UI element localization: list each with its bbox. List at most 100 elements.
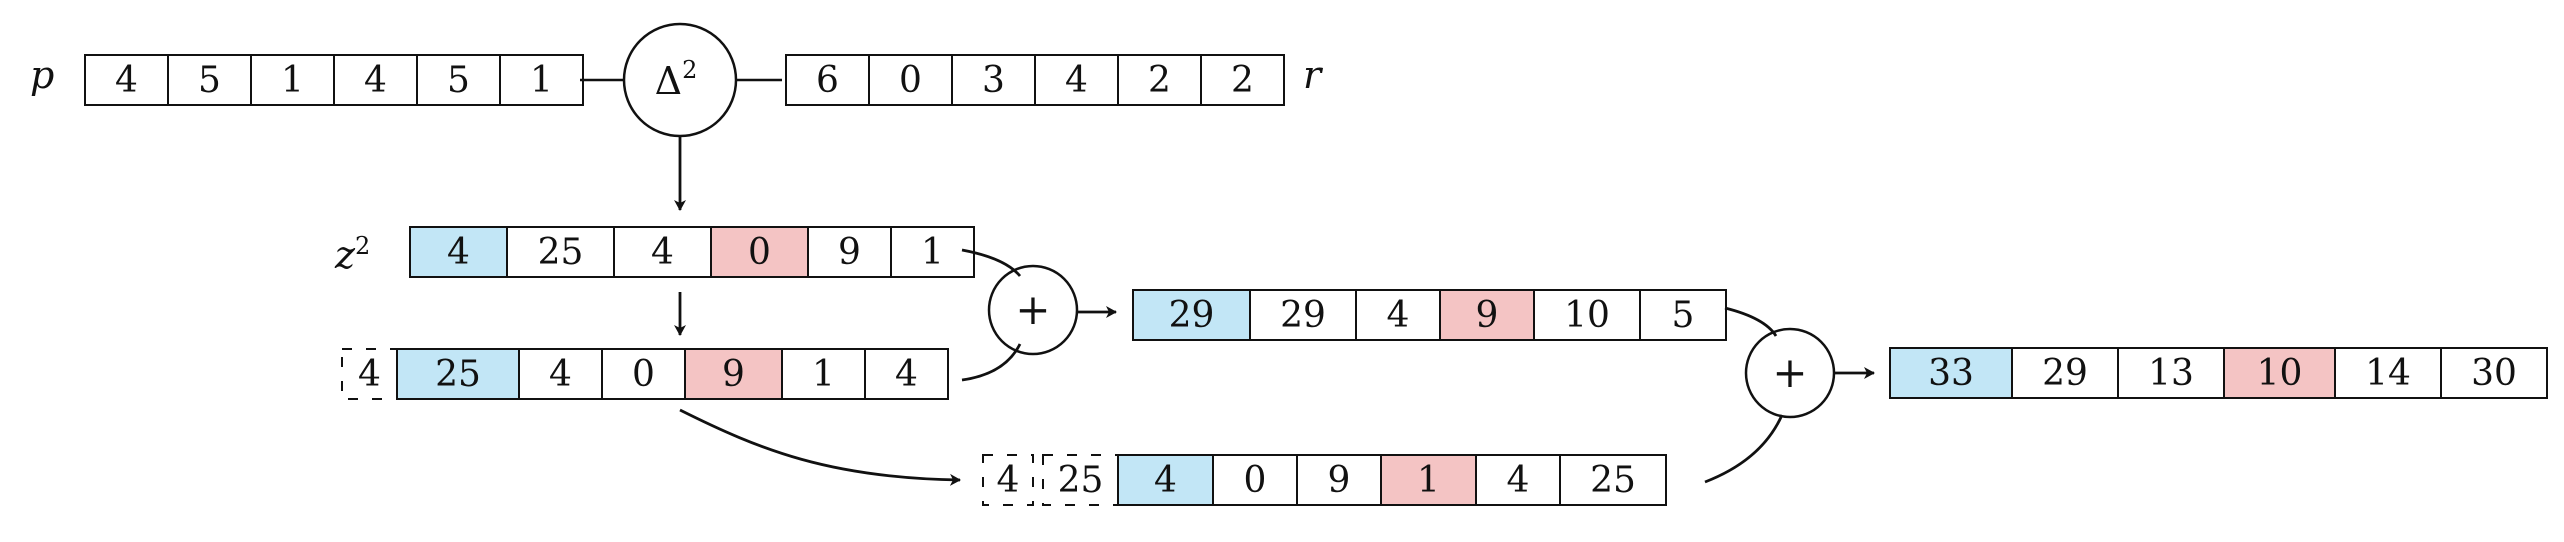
array-cell-value: 9 [838,232,861,273]
array-cell-value: 1 [530,60,553,101]
label-z-base: z [334,233,356,277]
array-cell-value: 25 [435,354,481,395]
array-cell-value: 29 [1169,295,1215,336]
array-cell-value: 9 [1476,295,1499,336]
array-shifted-once: 4 25 4 0 9 1 4 [341,348,949,400]
array-cell-value: 10 [2257,353,2303,394]
array-cell [2334,347,2442,399]
array-cell [1200,54,1285,106]
ghost-cell-value: 4 [997,460,1020,501]
array-cell-value: 33 [1928,353,1974,394]
array-cell-value: 29 [1280,295,1326,336]
array-cell-value: 1 [281,60,304,101]
array-cell [506,226,615,278]
plus-symbol: + [1772,348,1807,397]
array-cell [1380,454,1477,506]
array-cell [1117,454,1214,506]
array-cell-value: 2 [1148,60,1171,101]
array-cell-value: 0 [1244,460,1267,501]
array-cell [416,54,501,106]
array-cell-value: 13 [2148,353,2194,394]
array-cell [499,54,584,106]
array-cell-value: 4 [1387,295,1410,336]
array-p: 4 5 1 4 5 1 [84,54,584,106]
array-cell [601,348,686,400]
label-z-exponent: 2 [355,232,370,260]
array-final-sum: 33 29 13 10 14 30 [1889,347,2548,399]
array-cell-value: 0 [748,232,771,273]
array-cell-value: 5 [1672,295,1695,336]
array-cell [1533,289,1641,341]
array-cell [396,348,520,400]
delta-squared-operator: Δ2 [580,22,782,138]
array-cell-value: 5 [198,60,221,101]
array-cell [1889,347,2013,399]
curve-shift2-to-plus2 [1704,414,1784,484]
delta-glyph: Δ [655,59,682,103]
array-cell-value: 4 [115,60,138,101]
array-cell [2440,347,2548,399]
array-cell [781,348,866,400]
array-cell [409,226,508,278]
arrow-shift1-to-shift2 [679,408,961,486]
array-cell [785,54,870,106]
array-cell-value: 25 [538,232,584,273]
array-cell-value: 3 [982,60,1005,101]
array-cell [2223,347,2336,399]
array-cell-value: 4 [549,354,572,395]
array-first-sum: 29 29 4 9 10 5 [1132,289,1727,341]
array-cell-value: 4 [1507,460,1530,501]
connectors [674,136,1875,486]
array-cell [807,226,892,278]
array-cell-value: 1 [921,232,944,273]
ghost-cell-value: 25 [1058,460,1104,501]
plus-symbol: + [1015,285,1050,334]
curve-sum1-to-plus2 [1724,306,1778,337]
array-cell-value: 4 [364,60,387,101]
array-cell-value: 2 [1231,60,1254,101]
array-cell [1249,289,1357,341]
array-cell-value: 25 [1590,460,1636,501]
array-cell-value: 6 [816,60,839,101]
label-r: r [1303,53,1324,97]
array-cell-value: 4 [1065,60,1088,101]
array-cell [1475,454,1561,506]
array-cell-value: 29 [2042,353,2088,394]
array-cell-value: 1 [1417,460,1440,501]
ghost-cell-value: 4 [358,354,381,395]
array-cell [1034,54,1119,106]
delta-exponent: 2 [682,56,697,84]
array-cell [1639,289,1727,341]
array-cell-value: 10 [1564,295,1610,336]
plus-operator-1: + [987,264,1079,356]
ghost-cell [982,454,1034,506]
array-cell-value: 4 [895,354,918,395]
array-cell [167,54,252,106]
array-cell [1559,454,1667,506]
array-cell-value: 5 [447,60,470,101]
operator-circle [987,264,1079,356]
array-cell [250,54,335,106]
array-cell-value: 4 [651,232,674,273]
array-cell-value: 1 [812,354,835,395]
array-cell [518,348,603,400]
array-cell [1296,454,1382,506]
label-p: p [30,53,54,97]
array-cell [2011,347,2119,399]
array-cell [868,54,953,106]
array-cell-value: 9 [1328,460,1351,501]
array-cell-value: 9 [722,354,745,395]
delta-symbol: Δ2 [655,56,698,103]
array-cell [864,348,949,400]
array-cell [951,54,1036,106]
plus-operator-2: + [1744,327,1836,419]
curve-shift1-to-plus1 [961,343,1022,382]
array-cell-value: 14 [2365,353,2411,394]
array-cell-value: 0 [632,354,655,395]
array-cell-value: 30 [2471,353,2517,394]
array-cell [1132,289,1251,341]
curve-z2-to-plus1 [961,248,1022,277]
